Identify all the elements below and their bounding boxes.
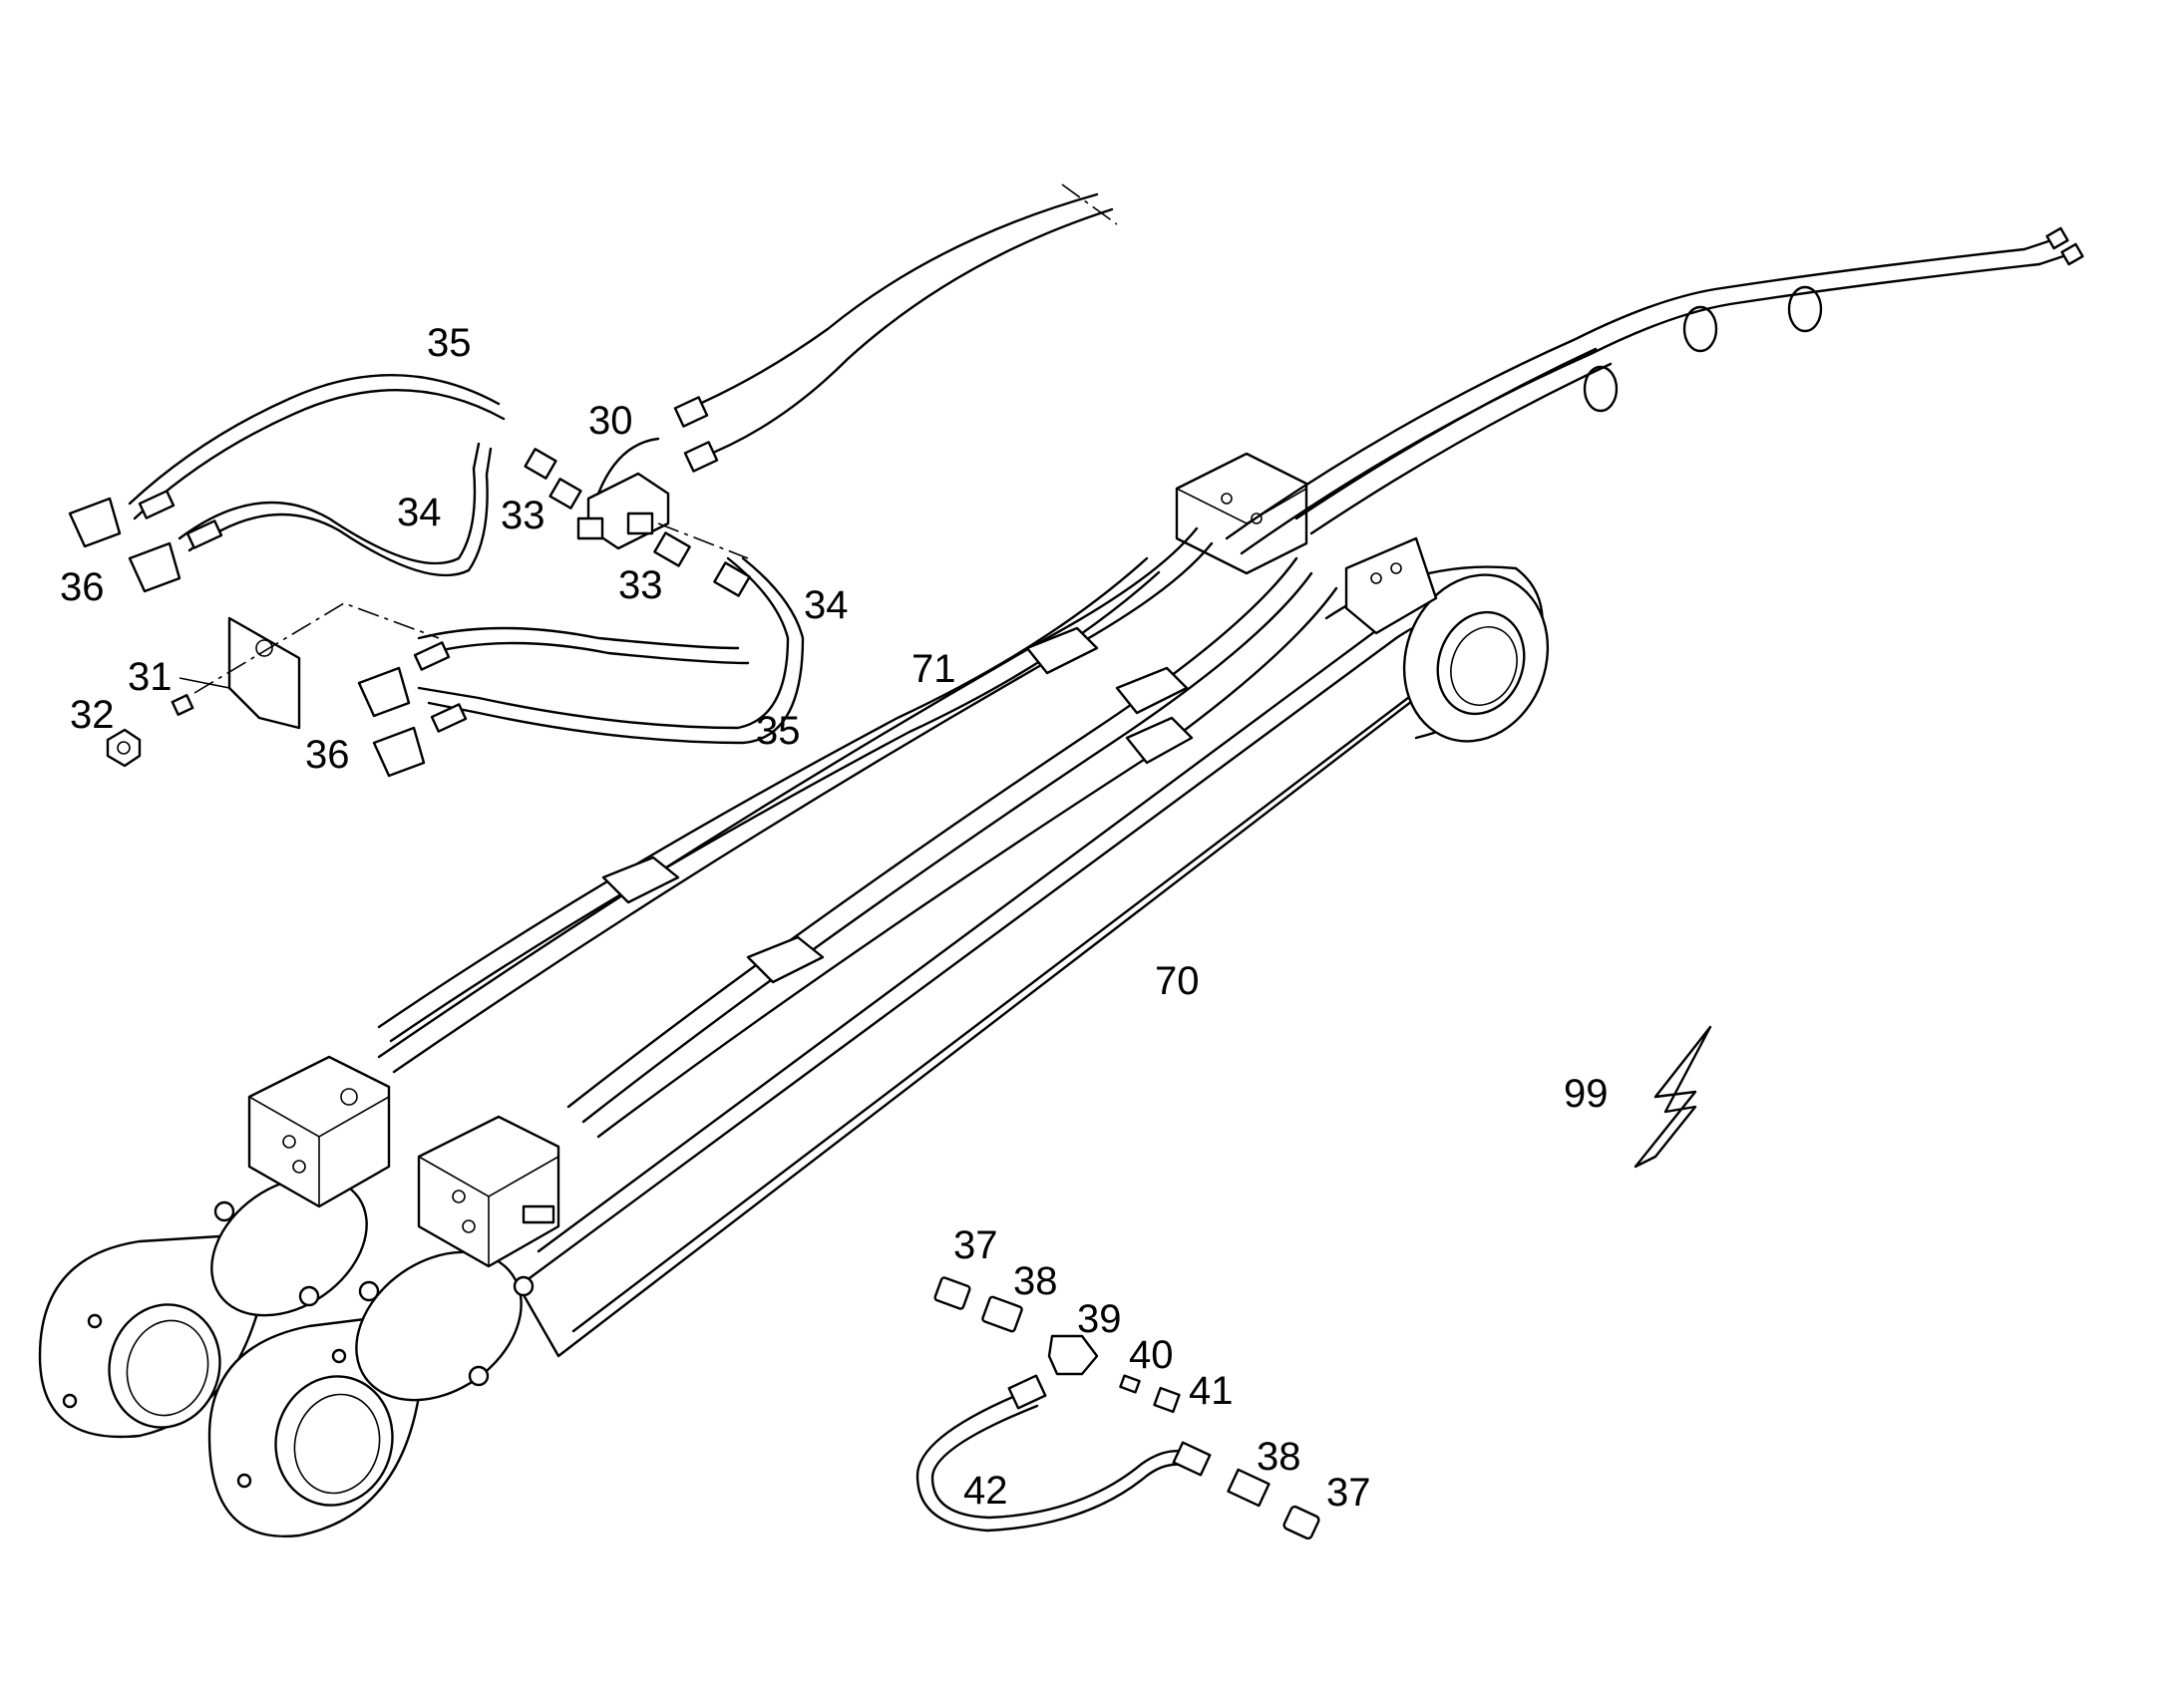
callout-31: 31 [128, 655, 173, 699]
callout-34: 34 [397, 491, 442, 534]
cylinder-eye-left [38, 1234, 261, 1439]
callout-38-b: 38 [1257, 1435, 1301, 1479]
callout-36-b: 36 [305, 733, 350, 777]
callout-32: 32 [70, 693, 115, 737]
callout-35-b: 35 [756, 709, 801, 753]
callout-41: 41 [1189, 1369, 1234, 1413]
callout-36: 36 [60, 565, 105, 609]
callout-70: 70 [1155, 959, 1200, 1003]
fitting-assembly-bottom [915, 1276, 1320, 1540]
callout-39: 39 [1077, 1297, 1122, 1341]
rod-eye-right [1402, 573, 1550, 743]
callout-71: 71 [911, 647, 956, 691]
hose-loops [1583, 226, 2084, 413]
callout-37-b: 37 [1326, 1471, 1371, 1515]
valve-block-mid [417, 1115, 560, 1268]
cylinder-eye-left-2 [207, 1314, 421, 1538]
callout-labels: 35 30 34 33 36 33 34 31 32 36 35 71 70 9… [60, 321, 1609, 1515]
hose-assembly-top [68, 183, 1118, 778]
callout-99: 99 [1564, 1072, 1609, 1116]
callout-33: 33 [501, 494, 545, 537]
callout-37: 37 [953, 1223, 998, 1267]
callout-33-b: 33 [618, 563, 663, 607]
hose-clamps [601, 626, 1194, 984]
cylinder-head-flange [210, 1176, 535, 1402]
callout-30: 30 [588, 399, 633, 443]
callout-42: 42 [963, 1469, 1008, 1513]
cylinder-body [517, 565, 1544, 1358]
callout-35: 35 [427, 321, 472, 365]
hose-bundle [377, 247, 2041, 1139]
valve-block-right [1175, 452, 1438, 635]
lightning-bolt-icon [1634, 1025, 1712, 1169]
callout-34-b: 34 [804, 583, 849, 627]
callout-40: 40 [1129, 1333, 1174, 1377]
valve-block-left [247, 1055, 391, 1208]
callout-38: 38 [1013, 1259, 1058, 1303]
